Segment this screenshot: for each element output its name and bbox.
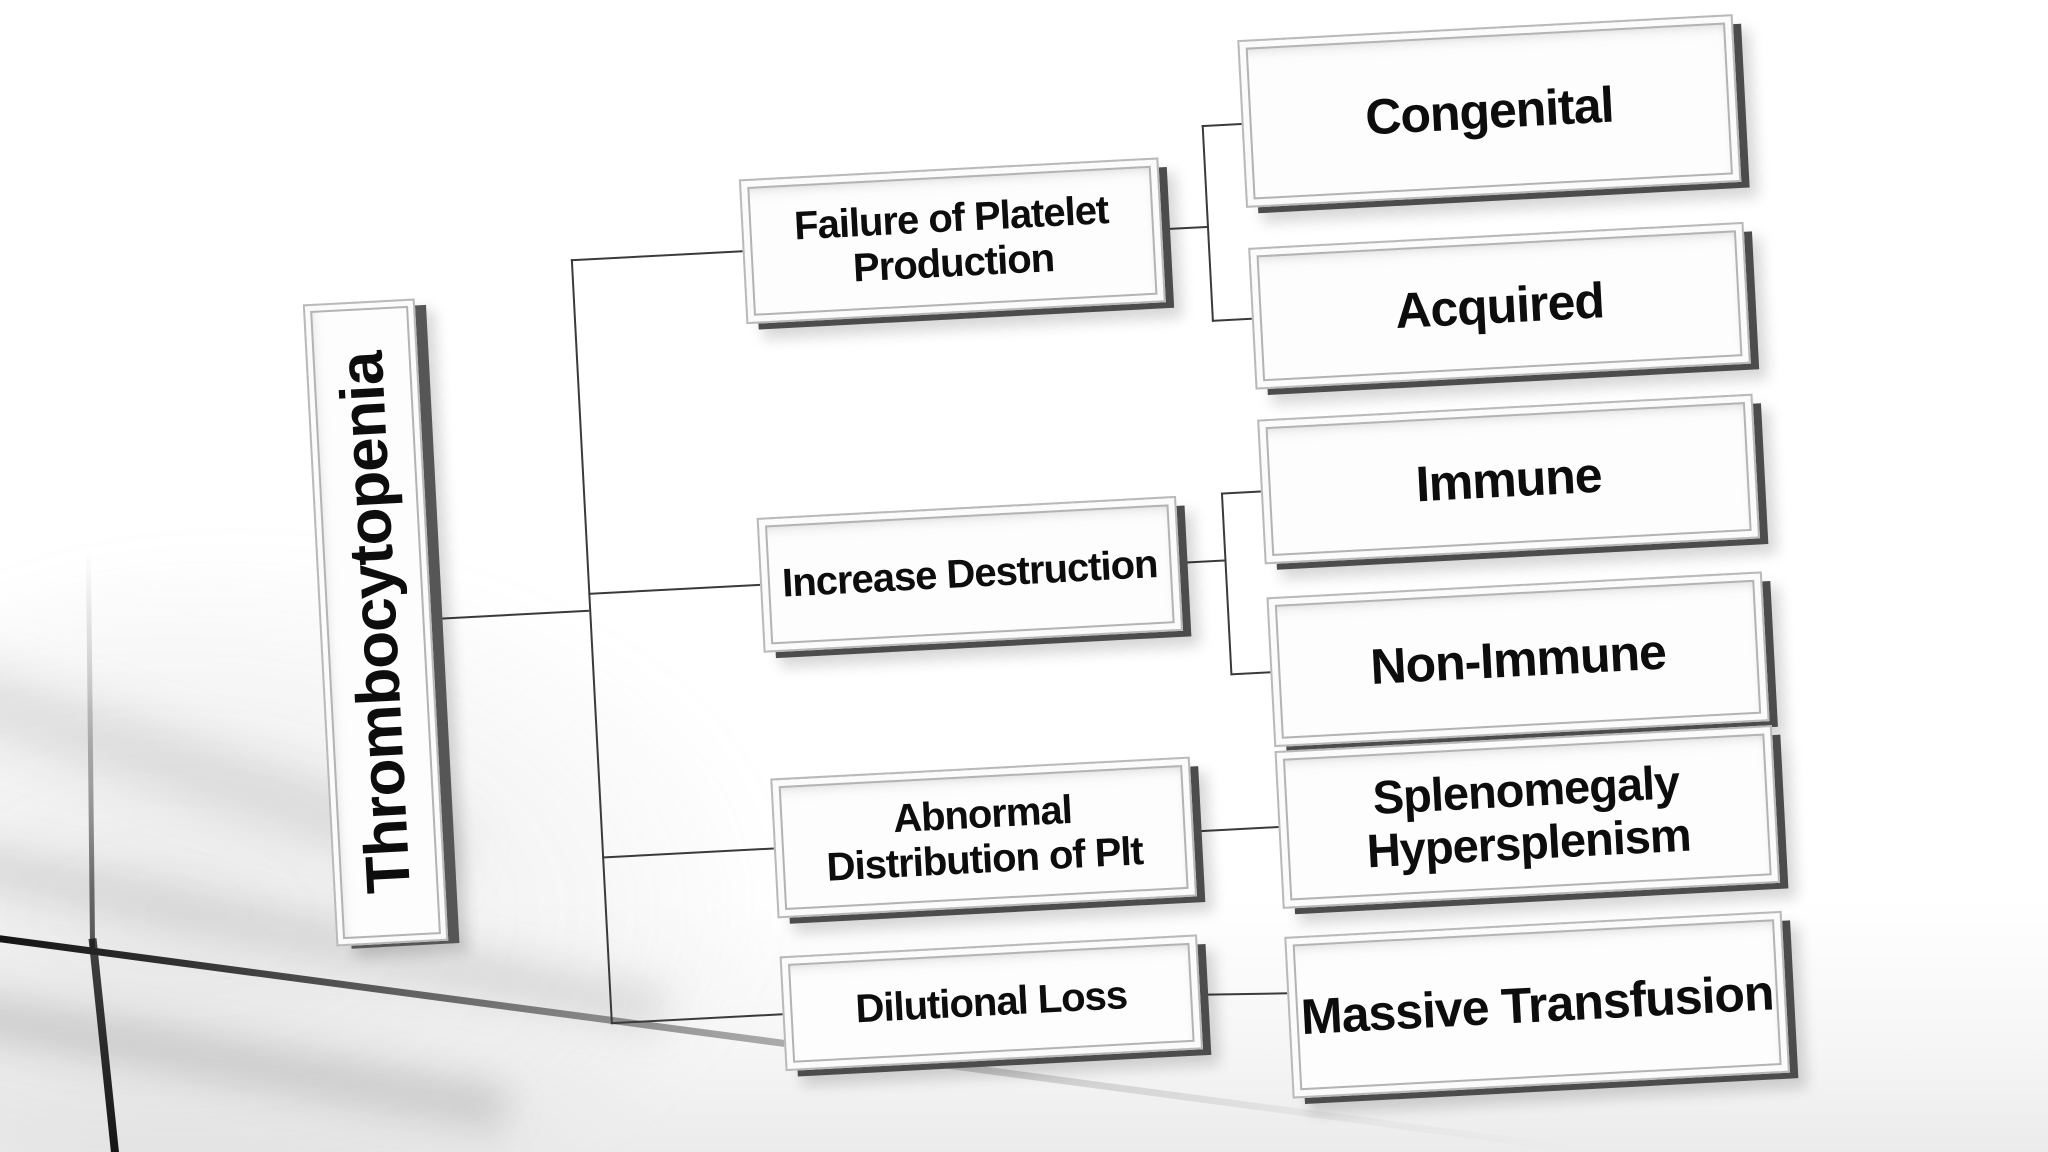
connector-trunk-to-abnormal — [602, 847, 774, 859]
node-increase-destruction: Increase Destruction — [756, 495, 1184, 653]
connector-increase-out — [1179, 559, 1227, 564]
node-immune: Immune — [1257, 393, 1761, 565]
node-dilutional-label: Dilutional Loss — [854, 973, 1129, 1032]
node-failure-label: Failure of Platelet Production — [793, 187, 1110, 290]
connector-failure-branch-trunk — [1201, 124, 1214, 322]
connector-to-splenomegaly — [1193, 825, 1281, 833]
node-thrombocytopenia: Thrombocytopenia — [302, 298, 449, 947]
node-failure-of-platelet-production: Failure of Platelet Production — [738, 157, 1166, 325]
connector-trunk-to-failure — [570, 250, 743, 262]
node-massive-label: Massive Transfusion — [1299, 964, 1775, 1046]
node-abnormal-label: Abnormal Distribution of Plt — [825, 788, 1144, 890]
node-non-immune-label: Non-Immune — [1368, 623, 1668, 695]
node-congenital-label: Congenital — [1363, 76, 1615, 146]
node-immune-label: Immune — [1414, 446, 1603, 512]
connector-trunk-to-increase — [588, 583, 761, 595]
node-acquired-label: Acquired — [1393, 272, 1606, 340]
connector-trunk-to-dilutional — [610, 1013, 783, 1025]
node-acquired: Acquired — [1248, 221, 1751, 390]
connector-failure-out — [1161, 225, 1210, 231]
node-increase-label: Increase Destruction — [781, 542, 1159, 606]
connector-to-massive-transfusion — [1200, 992, 1290, 996]
node-non-immune: Non-Immune — [1266, 571, 1770, 748]
connector-to-acquired — [1211, 317, 1254, 322]
node-splenomegaly-label: Splenomegaly Hypersplenism — [1365, 755, 1692, 878]
node-abnormal-distribution-of-plt: Abnormal Distribution of Plt — [770, 756, 1198, 919]
connector-main-trunk — [570, 259, 613, 1025]
connector-root-to-trunk — [431, 609, 590, 621]
connector-to-immune — [1220, 490, 1263, 495]
node-congenital: Congenital — [1237, 14, 1742, 208]
node-thrombocytopenia-label: Thrombocytopenia — [326, 350, 424, 895]
node-massive-transfusion: Massive Transfusion — [1284, 910, 1791, 1099]
node-dilutional-loss: Dilutional Loss — [779, 934, 1204, 1072]
node-splenomegaly-hypersplenism: Splenomegaly Hypersplenism — [1274, 725, 1781, 909]
connector-to-congenital — [1201, 122, 1244, 128]
connector-to-non-immune — [1230, 671, 1273, 676]
connector-increase-branch-trunk — [1220, 492, 1233, 676]
